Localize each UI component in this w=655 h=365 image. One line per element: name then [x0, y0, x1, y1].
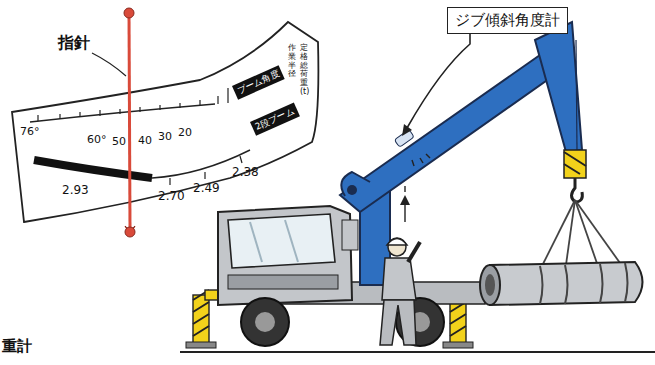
part-label: 指針 — [58, 34, 90, 52]
scale-number: 2.70 — [158, 190, 185, 203]
scale-number: 2.49 — [193, 182, 220, 195]
scale-number: 重計 — [2, 338, 32, 355]
scale-caption: 作業半径 — [288, 44, 296, 79]
node-text: ジブ傾斜角度計 — [455, 11, 560, 30]
scale-number: 30 — [158, 131, 172, 143]
scale-number: 60° — [87, 134, 107, 146]
scale-number: 76° — [20, 126, 40, 138]
scale-number: 2.93 — [62, 184, 89, 197]
scale-number: 2.38 — [232, 166, 259, 179]
callout-box: ジブ傾斜角度計 — [447, 7, 568, 34]
scale-number: 20 — [178, 127, 192, 139]
scale-caption: 定格総荷重(t) — [300, 44, 308, 97]
scale-number: 50 — [112, 136, 126, 148]
scale-number: 40 — [138, 135, 152, 147]
